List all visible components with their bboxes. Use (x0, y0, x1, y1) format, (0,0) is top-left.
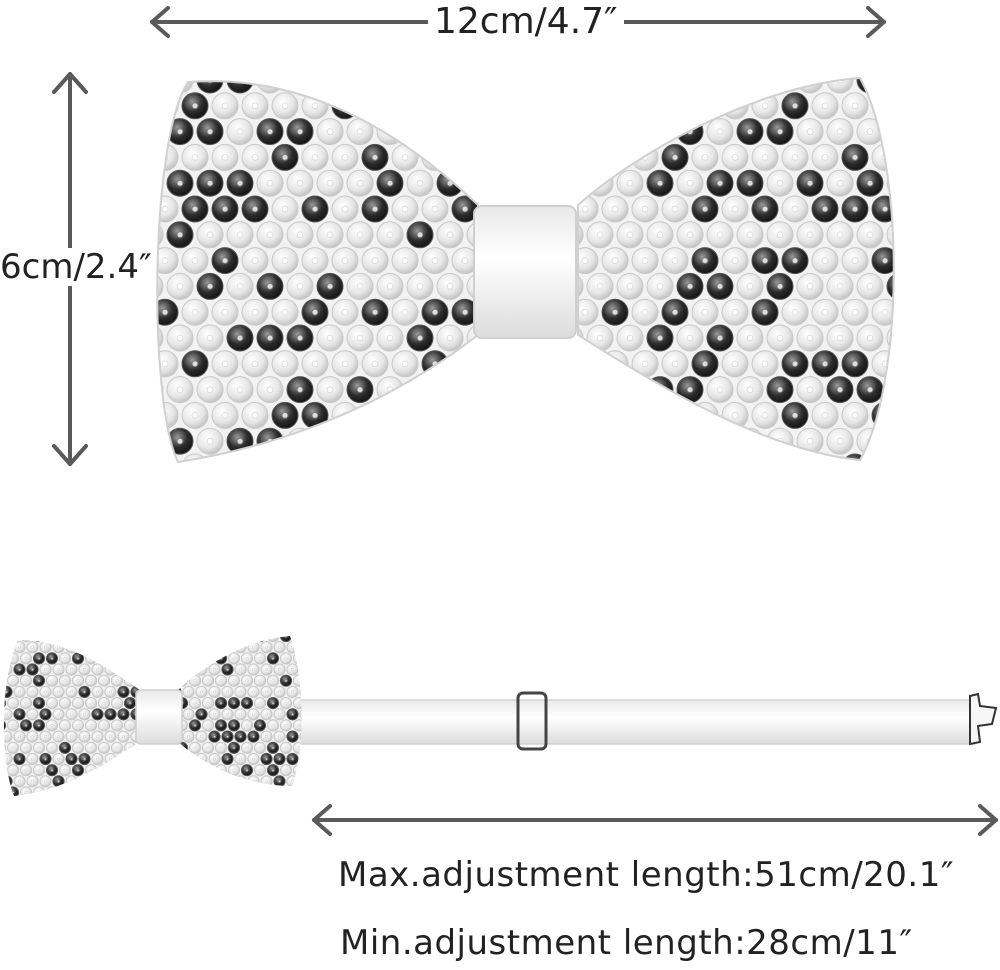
strap-hook (969, 692, 998, 746)
strap (279, 699, 976, 745)
min-adjustment-length-label: Min.adjustment length:28cm/11″ (340, 923, 913, 963)
width-dimension-label: 12cm/4.7″ (428, 4, 624, 40)
knot (473, 205, 577, 339)
adjustment-length-arrow (312, 804, 998, 836)
max-adjustment-length-label: Max.adjustment length:51cm/20.1″ (338, 855, 955, 895)
bow-tie-with-strap (3, 636, 998, 796)
strap-adjuster-slider (516, 691, 548, 751)
height-dimension-label: 6cm/2.4″ (0, 247, 152, 287)
